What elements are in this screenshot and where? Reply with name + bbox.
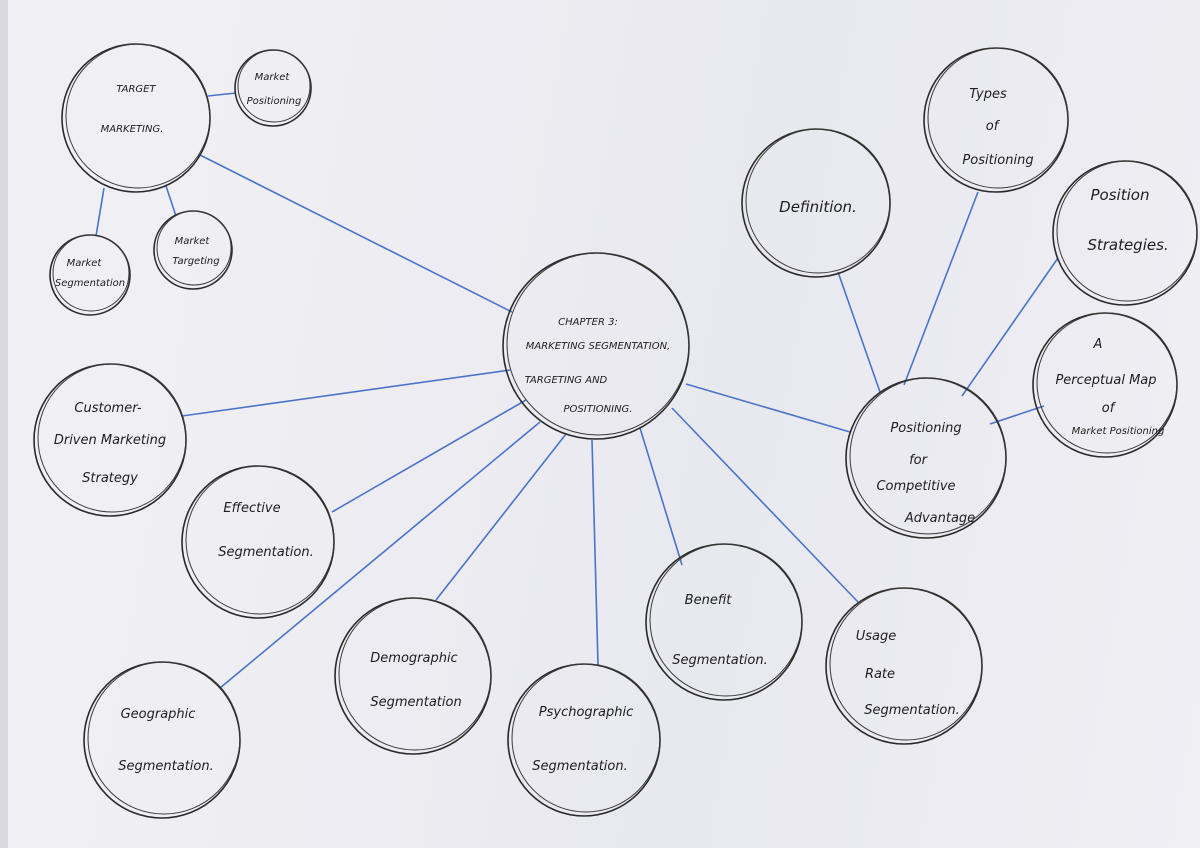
node-target-marketing: TARGET MARKETING. (61, 43, 211, 193)
node-market-positioning: Market Positioning (234, 49, 312, 127)
node-demographic-segmentation-line-1: Demographic (370, 651, 457, 666)
node-positioning-competitive-line-4: Advantage (904, 511, 975, 526)
node-psychographic-segmentation-line-1: Psychographic (539, 705, 633, 720)
node-demographic-segmentation-line-2: Segmentation (370, 695, 461, 710)
node-geographic-segmentation-line-2: Segmentation. (118, 759, 214, 774)
node-customer-driven-line-1: Customer- (74, 401, 141, 416)
node-types-of-positioning-line-1: Types (969, 87, 1007, 102)
edge-center-usage (671, 407, 859, 603)
edge-center-geographic (219, 421, 541, 689)
node-benefit-segmentation-line-1: Benefit (685, 593, 733, 608)
edge-center-benefit (639, 427, 683, 566)
node-center: CHAPTER 3: MARKETING SEGMENTATION, TARGE… (502, 252, 690, 440)
node-usage-rate-segmentation-line-1: Usage (856, 629, 897, 644)
node-target-marketing-line-1: TARGET (116, 84, 156, 95)
node-position-strategies: Position Strategies. (1052, 160, 1198, 306)
connections (95, 92, 1059, 689)
edge-center-target-marketing (199, 154, 513, 313)
edge-center-effective (331, 399, 527, 513)
node-types-of-positioning-line-3: Positioning (962, 153, 1033, 168)
node-positioning-competitive-line-3: Competitive (876, 479, 955, 494)
edge-target-market-segmentation (95, 187, 105, 237)
node-center-line-3: TARGETING AND (525, 375, 608, 386)
node-positioning-competitive-line-1: Positioning (890, 421, 961, 436)
node-types-of-positioning-line-2: of (986, 119, 1001, 134)
node-geographic-segmentation-line-1: Geographic (121, 707, 196, 722)
node-positioning-competitive: Positioning for Competitive Advantage (845, 377, 1007, 539)
node-effective-segmentation-line-2: Segmentation. (218, 545, 314, 560)
edge-target-market-targeting (165, 185, 177, 217)
node-market-segmentation-line-2: Segmentation (55, 278, 125, 289)
edge-center-psychographic (591, 439, 599, 666)
node-perceptual-map-line-3: of (1102, 401, 1117, 416)
node-target-marketing-line-2: MARKETING. (101, 124, 164, 135)
node-psychographic-segmentation: Psychographic Segmentation. (507, 663, 661, 817)
edge-positioning-types (903, 191, 979, 386)
edge-positioning-definition (837, 271, 881, 393)
node-perceptual-map: A Perceptual Map of Market Positioning (1032, 312, 1178, 458)
node-usage-rate-segmentation-line-3: Segmentation. (864, 703, 960, 718)
paper-edge (0, 0, 8, 848)
edge-center-demographic (435, 433, 567, 601)
node-market-targeting-line-2: Targeting (172, 256, 219, 267)
node-customer-driven-line-2: Driven Marketing (54, 433, 166, 448)
node-center-line-4: POSITIONING. (564, 404, 633, 415)
node-effective-segmentation: Effective Segmentation. (181, 465, 335, 619)
node-position-strategies-line-1: Position (1091, 186, 1150, 204)
node-center-line-1: CHAPTER 3: (558, 317, 618, 328)
node-usage-rate-segmentation-line-2: Rate (865, 667, 895, 682)
node-market-targeting: Market Targeting (153, 210, 233, 290)
node-customer-driven: Customer- Driven Marketing Strategy (33, 363, 187, 517)
node-definition: Definition. (741, 128, 891, 278)
node-geographic-segmentation: Geographic Segmentation. (83, 661, 241, 819)
node-perceptual-map-line-4: Market Positioning (1072, 426, 1165, 437)
node-market-positioning-line-2: Positioning (247, 96, 302, 107)
node-market-targeting-line-1: Market (175, 236, 211, 247)
node-benefit-segmentation: Benefit Segmentation. (645, 543, 803, 701)
edge-target-market-positioning (207, 92, 237, 97)
node-perceptual-map-line-1: A (1093, 337, 1103, 352)
node-psychographic-segmentation-line-2: Segmentation. (532, 759, 628, 774)
node-market-segmentation-line-1: Market (67, 258, 103, 269)
edge-positioning-perceptual (989, 405, 1045, 425)
node-perceptual-map-line-2: Perceptual Map (1055, 373, 1156, 388)
edge-positioning-strategies (961, 257, 1059, 397)
node-market-segmentation: Market Segmentation (49, 234, 131, 316)
node-usage-rate-segmentation: Usage Rate Segmentation. (825, 587, 983, 745)
node-customer-driven-line-3: Strategy (82, 471, 138, 486)
node-effective-segmentation-line-1: Effective (223, 501, 280, 516)
edge-center-customer-driven (181, 369, 511, 417)
node-definition-line-1: Definition. (779, 198, 857, 216)
node-demographic-segmentation: Demographic Segmentation (334, 597, 492, 755)
node-position-strategies-line-2: Strategies. (1087, 236, 1168, 254)
node-market-positioning-line-1: Market (255, 72, 291, 83)
node-types-of-positioning: Types of Positioning (923, 47, 1069, 193)
edge-center-positioning (685, 383, 851, 433)
node-center-line-2: MARKETING SEGMENTATION, (526, 341, 671, 352)
node-benefit-segmentation-line-2: Segmentation. (672, 653, 768, 668)
node-positioning-competitive-line-2: for (909, 453, 929, 468)
